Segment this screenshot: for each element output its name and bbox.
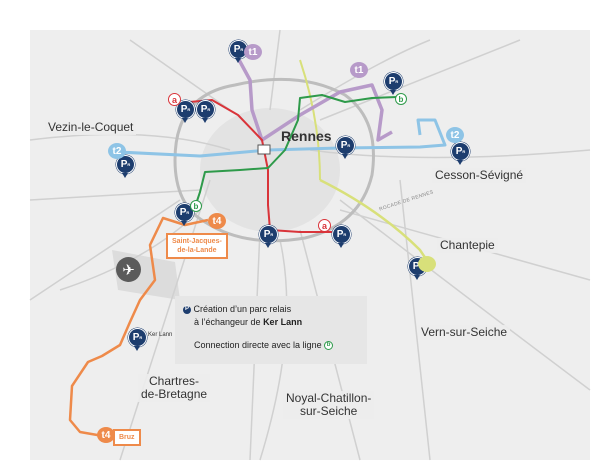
line-t4 <box>68 216 209 438</box>
station-bruz: Bruz <box>113 429 141 446</box>
station-saint-jacques: Saint-Jacques- de-la-Lande <box>166 233 228 259</box>
rocade-badge <box>418 256 436 272</box>
label-chartres: Chartres- de-Bretagne <box>138 374 211 402</box>
label-ker-lann: Ker Lann <box>148 332 173 338</box>
central-station <box>257 144 271 155</box>
airplane-icon: ✈ <box>116 257 141 282</box>
rocade-yellow <box>319 178 430 263</box>
label-rennes: Rennes <box>281 128 332 144</box>
label-noyal: Noyal-Chatillon- sur-Seiche <box>283 391 375 419</box>
info-line-2: à l’échangeur de Ker Lann <box>194 317 303 327</box>
info-box: P Création d’un parc relais à l’échangeu… <box>175 296 367 364</box>
info-line-3: Connection directe avec la ligne b <box>194 340 334 351</box>
line-a-badge: a <box>318 219 331 232</box>
line-t1-badge: t1 <box>244 44 262 60</box>
line-t2-badge: t2 <box>446 127 464 143</box>
line-t2 <box>117 118 447 158</box>
label-cesson: Cesson-Sévigné <box>432 168 527 183</box>
label-vezin: Vezin-le-Coquet <box>45 120 137 135</box>
park-ride-icon: P <box>183 305 191 314</box>
line-t2-badge: t2 <box>108 143 126 159</box>
line-a <box>177 99 338 233</box>
line-b-badge: b <box>190 200 202 212</box>
label-vern: Vern-sur-Seiche <box>418 325 511 340</box>
line-t1 <box>236 57 393 142</box>
info-line-1: P Création d’un parc relais <box>183 304 292 314</box>
line-b-badge: b <box>324 341 334 351</box>
line-t4-badge: t4 <box>97 427 115 443</box>
line-b-badge: b <box>395 93 407 105</box>
line-t4-badge: t4 <box>208 213 226 229</box>
rocade-yellow-north <box>299 59 321 181</box>
line-b <box>194 94 398 208</box>
line-t1-badge: t1 <box>350 62 368 78</box>
line-a-badge: a <box>168 93 181 106</box>
label-chantepie: Chantepie <box>437 238 498 253</box>
